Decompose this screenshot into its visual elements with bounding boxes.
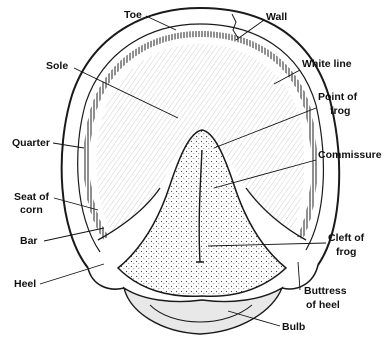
label-heel: Heel bbox=[14, 278, 36, 290]
label-bar: Bar bbox=[20, 235, 38, 247]
label-point-of-frog-1: Point of bbox=[318, 91, 358, 103]
wall-crack bbox=[232, 14, 238, 38]
label-cleft-of-frog-1: Cleft of bbox=[328, 232, 365, 244]
label-commissure: Commissure bbox=[318, 149, 382, 161]
label-sole: Sole bbox=[46, 60, 68, 72]
label-point-of-frog-2: frog bbox=[330, 105, 350, 117]
label-seat-of-corn-2: corn bbox=[20, 204, 43, 216]
label-bulb: Bulb bbox=[282, 321, 305, 333]
label-quarter: Quarter bbox=[12, 137, 50, 149]
label-buttress-of-heel-1: Buttress bbox=[304, 285, 347, 297]
label-white-line: White line bbox=[302, 58, 352, 70]
label-cleft-of-frog-2: frog bbox=[336, 246, 356, 258]
label-toe: Toe bbox=[124, 9, 142, 21]
label-seat-of-corn-1: Seat of bbox=[14, 191, 50, 203]
heel-left bbox=[88, 268, 124, 289]
label-buttress-of-heel-2: of heel bbox=[306, 299, 340, 311]
label-wall: Wall bbox=[266, 11, 287, 23]
